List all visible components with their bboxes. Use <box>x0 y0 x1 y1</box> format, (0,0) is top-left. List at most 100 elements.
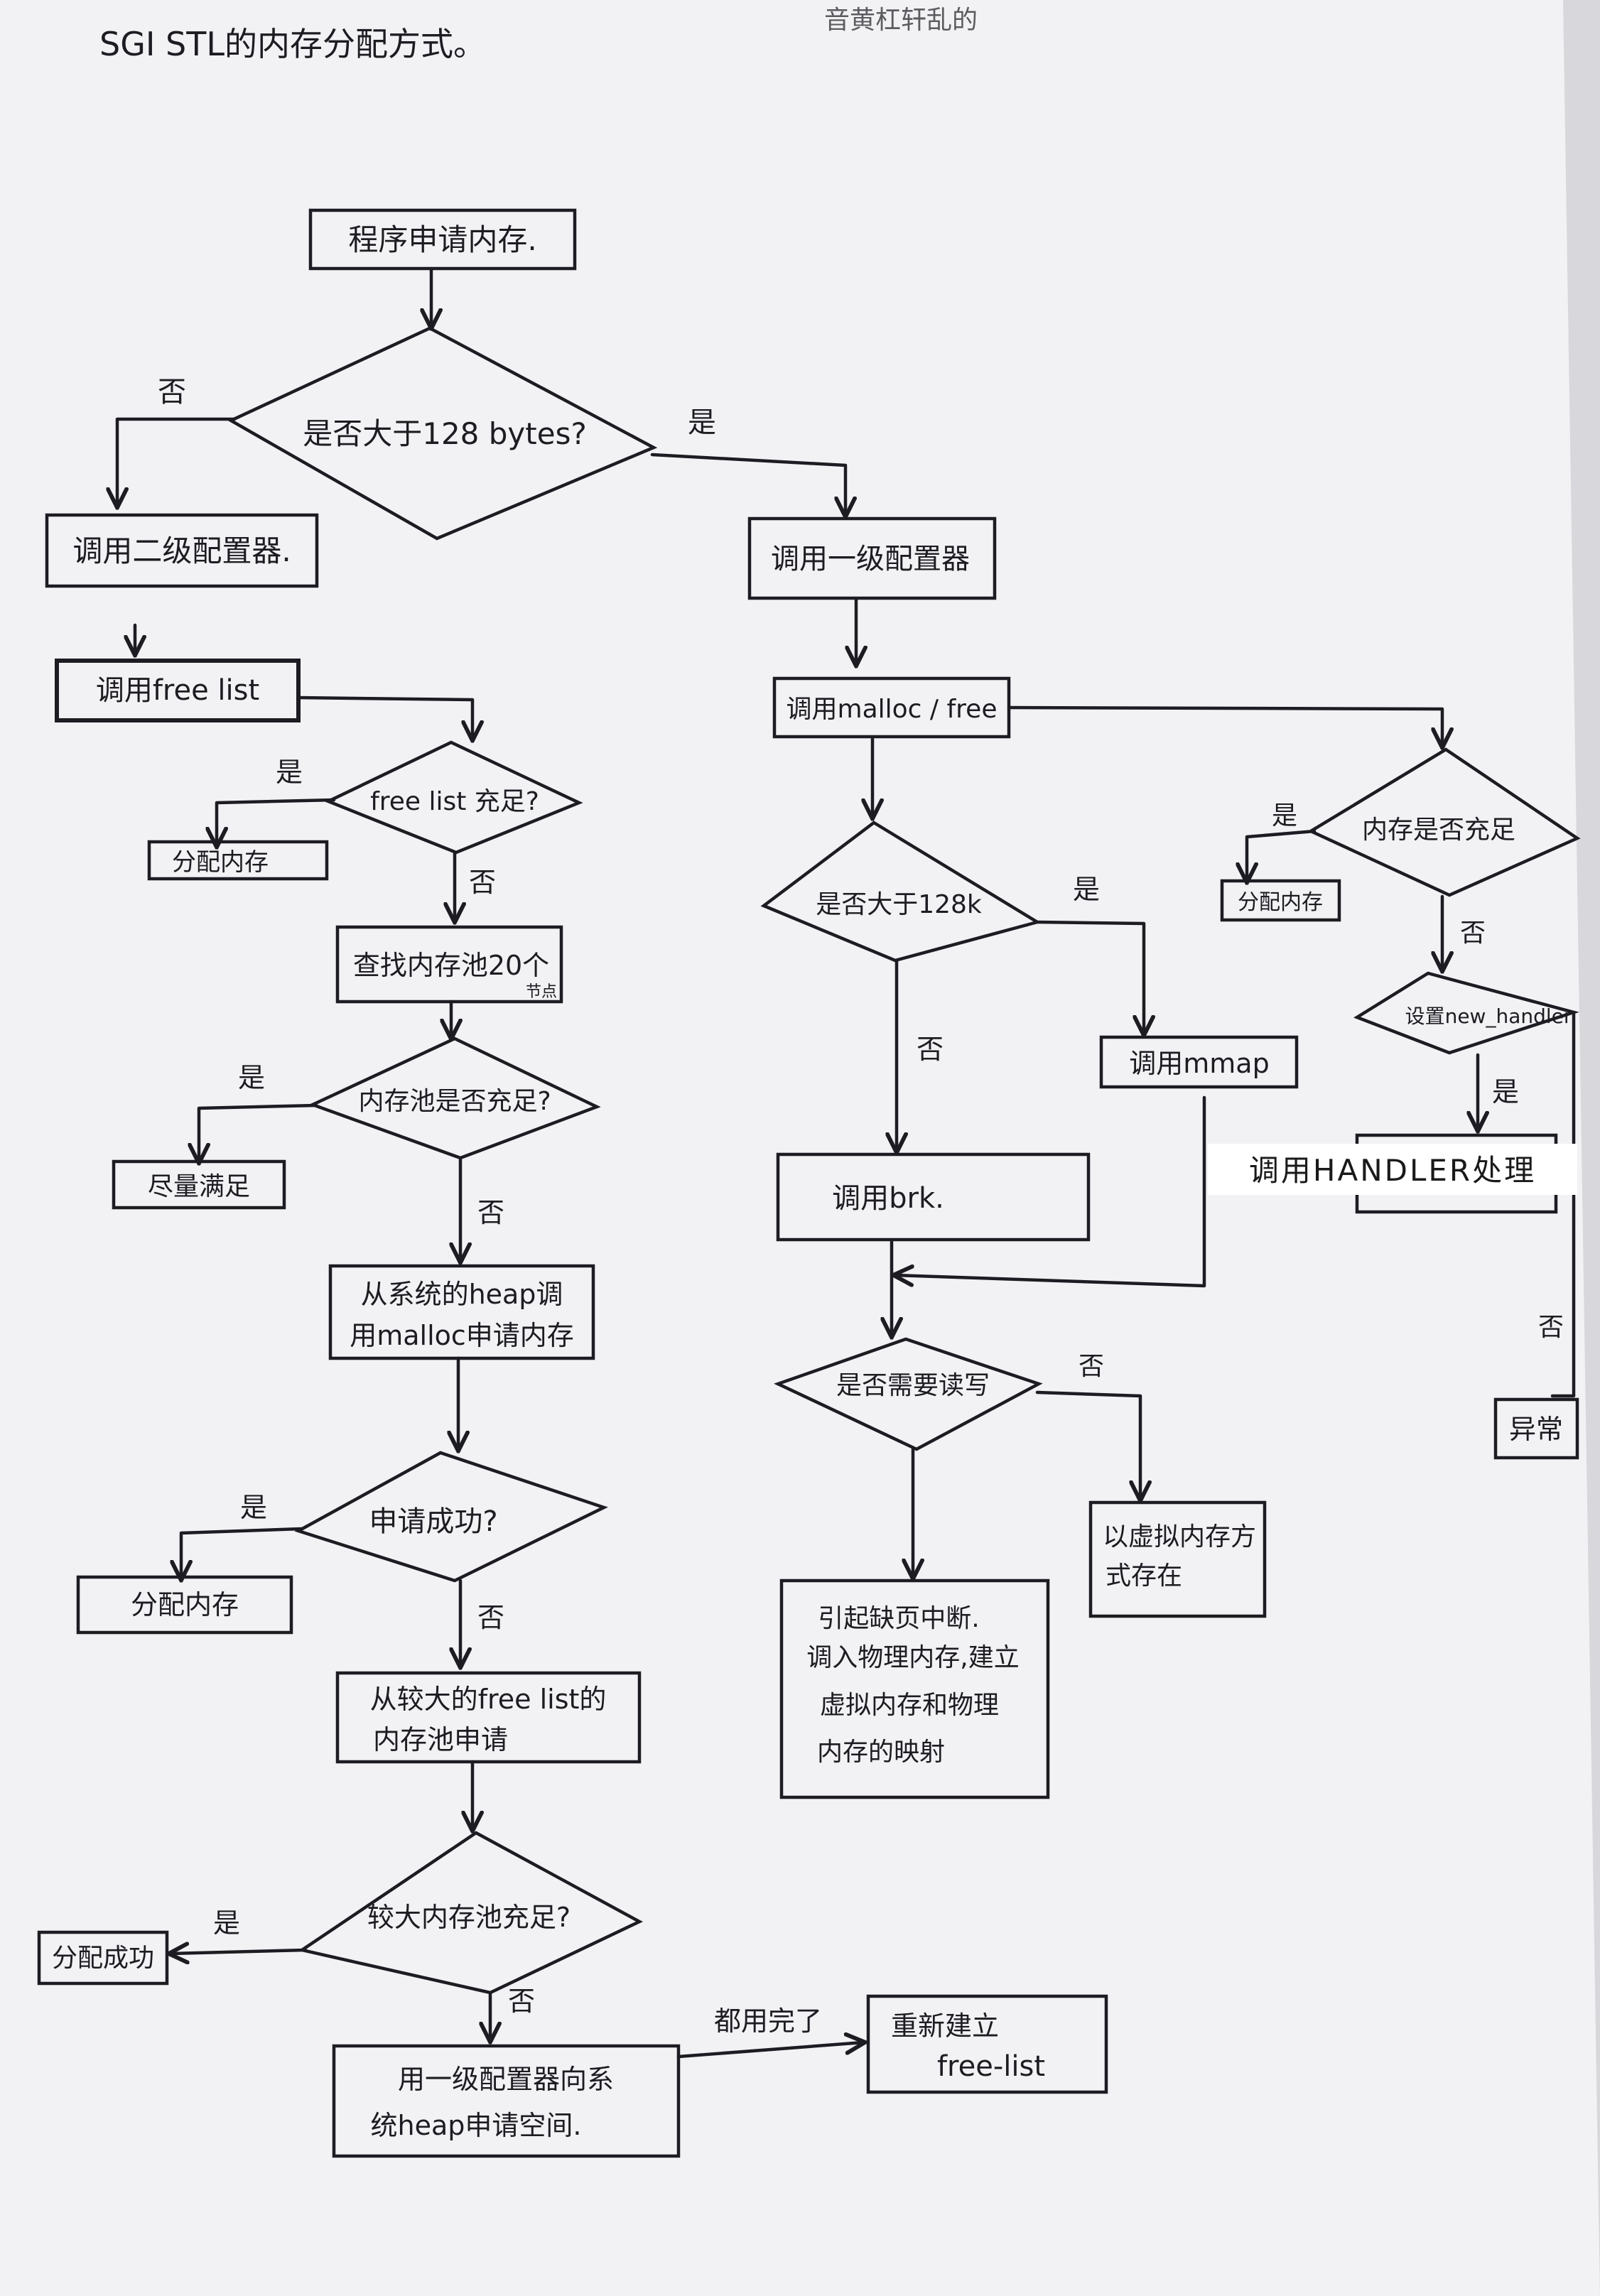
arrow-pool-yes <box>199 1103 318 1161</box>
virtual-only-label-2: 式存在 <box>1106 1561 1182 1591</box>
call-freelist-label: 调用free list <box>96 674 259 707</box>
edge-no-label: 否 <box>508 1986 535 2017</box>
heap-malloc-label-1: 从系统的heap调 <box>361 1279 563 1310</box>
call-freelist-box <box>55 659 301 722</box>
decision-bigger-pool-label: 较大内存池充足? <box>367 1902 571 1933</box>
decision-gt128-bytes <box>227 326 658 541</box>
arrow-yes-first-level <box>650 453 845 515</box>
edge-yes-label: 是 <box>1073 874 1100 905</box>
edge-yes-label: 是 <box>1492 1076 1519 1108</box>
alloc-success-label: 分配成功 <box>52 1944 154 1973</box>
alloc-mem-label-1: 分配内存 <box>172 848 269 877</box>
edge-no-label: 否 <box>917 1034 944 1065</box>
first-level-heap-box <box>332 2044 681 2158</box>
decision-gt128k-label: 是否大于128k <box>816 890 982 919</box>
alloc-mem-label-2: 分配内存 <box>131 1589 239 1620</box>
edge-yes-label: 是 <box>1272 801 1297 830</box>
find-pool-box <box>335 925 563 1004</box>
edge-no-label: 否 <box>1460 919 1486 948</box>
second-level-label: 调用二级配置器. <box>72 534 291 568</box>
alloc-mem-box-1 <box>147 840 329 881</box>
pool-request-label-2: 内存池申请 <box>373 1724 508 1755</box>
edge-no-label: 否 <box>1538 1313 1564 1342</box>
edge-yes-label: 是 <box>238 1062 265 1093</box>
edge-no-label: 否 <box>477 1197 504 1228</box>
first-level-heap-label-1: 用一级配置器向系 <box>398 2064 614 2095</box>
edge-no-label: 否 <box>477 1602 504 1633</box>
call-mmap-label: 调用mmap <box>1129 1048 1269 1079</box>
rebuild-label-1: 重新建立 <box>891 2010 999 2042</box>
arrow-no-second-level <box>117 417 237 506</box>
arrow-all-used <box>676 2042 863 2059</box>
heap-malloc-label-2: 用malloc申请内存 <box>350 1320 574 1351</box>
pool-request-box <box>335 1671 642 1764</box>
edge-no-label: 否 <box>1079 1352 1104 1381</box>
pool-request-label-1: 从较大的free list的 <box>370 1684 607 1715</box>
start-box <box>308 208 577 271</box>
satisfy-box <box>112 1159 286 1210</box>
page-fault-box <box>779 1578 1050 1799</box>
edge-yes-label: 是 <box>213 1907 240 1939</box>
edge-yes-label: 是 <box>240 1492 267 1523</box>
decision-gt128-bytes-label: 是否大于128 bytes? <box>303 416 587 451</box>
start-label: 程序申请内存. <box>348 222 536 257</box>
arrow-rw-no <box>1035 1390 1140 1499</box>
arrow-gt128k-yes <box>1035 920 1144 1034</box>
call-malloc-free-label: 调用malloc / free <box>787 695 998 724</box>
exception-label: 异常 <box>1509 1414 1563 1445</box>
call-mmap-box <box>1099 1035 1299 1089</box>
arrow-mem-yes <box>1247 829 1317 881</box>
page-fault-label-4: 内存的映射 <box>817 1738 945 1767</box>
page-fault-label-1: 引起缺页中断. <box>818 1604 979 1633</box>
first-level-label: 调用一级配置器 <box>771 543 970 575</box>
alloc-mem-box-3 <box>1220 879 1341 922</box>
decision-pool-label: 内存池是否充足? <box>358 1087 551 1116</box>
first-level-heap-label-2: 统heap申请空间. <box>371 2110 582 2141</box>
arrow-bigger-yes <box>171 1950 308 1954</box>
arrow-mmap-merge <box>895 1095 1206 1288</box>
alloc-success-box <box>37 1930 169 1986</box>
virtual-only-label-1: 以虚拟内存方 <box>1103 1522 1256 1552</box>
rebuild-label-2: free-list <box>937 2050 1045 2083</box>
call-brk-box <box>776 1152 1091 1242</box>
second-level-box <box>45 513 319 588</box>
arrow-handler-no <box>1550 1010 1576 1398</box>
rebuild-box <box>866 1994 1108 2094</box>
virtual-only-box <box>1088 1500 1267 1618</box>
alloc-mem-label-3: 分配内存 <box>1238 890 1323 915</box>
page-fault-label-3: 虚拟内存和物理 <box>820 1691 999 1720</box>
heap-malloc-box <box>328 1264 595 1360</box>
edge-all-used-label: 都用完了 <box>714 2005 822 2037</box>
decision-mem-enough-label: 内存是否充足 <box>1362 816 1515 845</box>
decision-freelist-label: free list 充足? <box>370 787 539 816</box>
edge-no-label: 否 <box>158 376 186 408</box>
call-handler-label: 调用HANDLER处理 <box>1249 1153 1536 1188</box>
decision-mem-enough <box>1307 747 1581 897</box>
top-edge-text: 音黄杠轩乱的 <box>824 6 978 35</box>
decision-read-write-label: 是否需要读写 <box>836 1371 990 1400</box>
page-title: SGI STL的内存分配方式。 <box>99 25 486 63</box>
decision-new-handler <box>1353 971 1579 1055</box>
find-pool-sub-label: 节点 <box>526 983 557 1001</box>
arrow-apply-yes <box>181 1527 304 1578</box>
arrow-malloc-mem-decision <box>1007 705 1442 746</box>
call-brk-label: 调用brk. <box>832 1182 944 1215</box>
satisfy-label: 尽量满足 <box>148 1172 250 1201</box>
call-handler-label-bg <box>1208 1144 1577 1195</box>
find-pool-label: 查找内存池20个 <box>353 950 549 981</box>
edge-yes-label: 是 <box>276 757 303 788</box>
decision-apply-ok <box>294 1451 608 1583</box>
decision-new-handler-label: 设置new_handler <box>1405 1004 1572 1028</box>
arrow-freelist-decision <box>296 695 472 739</box>
page-fault-label-2: 调入物理内存,建立 <box>806 1643 1019 1672</box>
decision-apply-ok-label: 申请成功? <box>369 1505 497 1538</box>
edge-yes-label: 是 <box>688 406 716 439</box>
alloc-mem-box-2 <box>76 1575 293 1635</box>
decision-read-write <box>774 1337 1043 1451</box>
first-level-box <box>747 516 997 600</box>
edge-no-label: 否 <box>469 867 496 898</box>
arrow-freelist-yes <box>217 798 336 845</box>
exception-box <box>1493 1397 1579 1460</box>
